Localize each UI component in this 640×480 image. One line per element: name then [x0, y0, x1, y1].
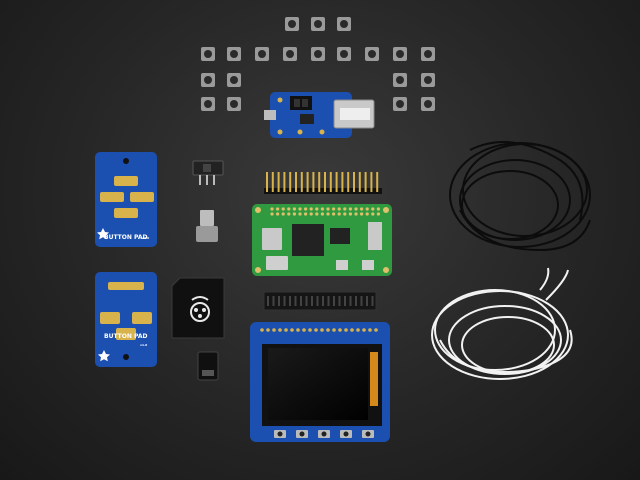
button-pad-top: BUTTON PAD v1.0 — [95, 152, 157, 247]
tactile-button — [201, 73, 215, 87]
tactile-button — [337, 47, 351, 61]
female-header — [263, 291, 377, 311]
button-pad-version: v1.0 — [140, 343, 147, 347]
star-logo-icon — [98, 350, 110, 362]
white-wire-coil — [431, 267, 573, 380]
tactile-button — [421, 47, 435, 61]
sd-card — [171, 277, 225, 339]
powerboost-board — [264, 92, 375, 138]
male-header-strip — [264, 172, 382, 194]
tactile-button — [337, 17, 351, 31]
micro-usb-adapter — [196, 210, 218, 242]
black-wire-coil — [449, 141, 591, 252]
tactile-button — [393, 97, 407, 111]
star-logo-icon — [97, 228, 109, 240]
tactile-button — [393, 47, 407, 61]
button-pad-label: BUTTON PAD — [104, 333, 147, 340]
button-pad-version: v1.0 — [142, 236, 149, 240]
tactile-button — [201, 47, 215, 61]
tactile-button — [421, 97, 435, 111]
tactile-button — [255, 47, 269, 61]
tactile-button — [311, 17, 325, 31]
slide-switch — [192, 160, 224, 185]
tft-display-board — [250, 322, 390, 442]
tactile-button — [365, 47, 379, 61]
tactile-button — [421, 73, 435, 87]
microsd-card — [197, 351, 219, 381]
raspberry-pi-zero — [252, 204, 392, 276]
button-pad-bottom: BUTTON PAD v1.0 — [95, 272, 157, 367]
tactile-button — [201, 97, 215, 111]
tactile-button — [283, 47, 297, 61]
tactile-button — [227, 97, 241, 111]
tactile-buttons — [201, 17, 435, 111]
button-pad-label: BUTTON PAD — [104, 234, 147, 241]
tactile-button — [393, 73, 407, 87]
tactile-button — [311, 47, 325, 61]
tactile-button — [285, 17, 299, 31]
tactile-button — [227, 47, 241, 61]
tactile-button — [227, 73, 241, 87]
raspberry-logo-icon — [190, 296, 210, 322]
